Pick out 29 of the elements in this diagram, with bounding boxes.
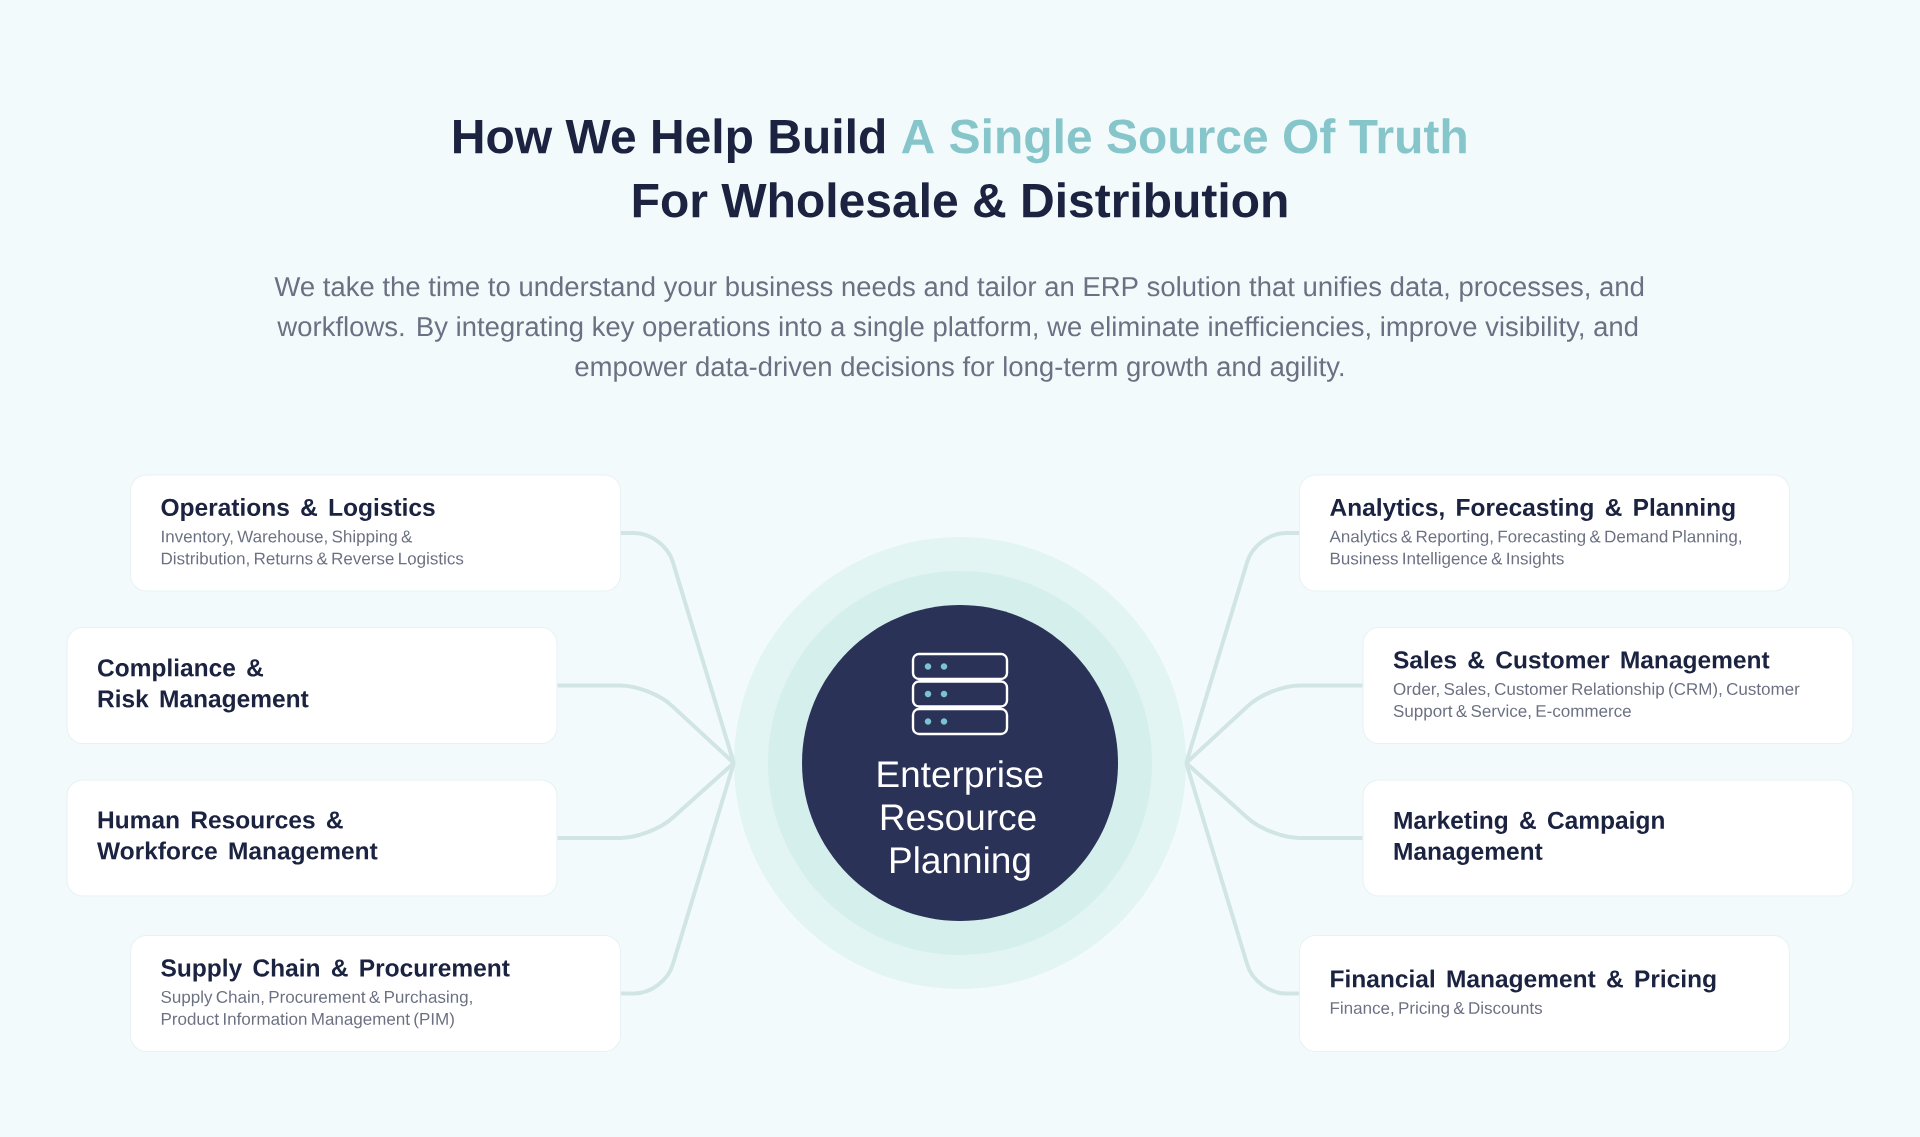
category-card [130,935,621,1052]
connector-line [621,531,736,764]
hub-circle [734,537,1186,989]
intro-paragraph: We take the time to understand your business needs and tailor an ERP solution that unifies data, processes, and workflows. By integrating key operations into a single platform, we eliminate inefficiencies, improve visibility, and empower data-driven decisions for long-term growth and agility. [274,276,1644,382]
card-description: Supply Chain, Procurement & Purchasing, Product Information Management (PIM) [161,990,472,1029]
hub-label: Enterprise Resource Planning [878,760,1043,881]
category-card [130,474,621,592]
card-description: Analytics & Reporting, Forecasting & Demand Planning, Business Intelligence & Insights [1329,530,1741,568]
card-heading: Compliance & Risk Management [98,658,309,713]
connector-line [1184,531,1299,764]
title: How We Help Build A Single Source Of Truth For Wholesale & Distribution [454,118,1466,218]
card-heading: Financial Management & Pricing [1331,969,1716,993]
category-card [1299,935,1790,1052]
category-card [1362,627,1854,744]
connector-line [1184,762,1299,996]
card-description: Inventory, Warehouse, Shipping & Distribution, Returns & Reverse Logistics [161,530,464,568]
card-description: Finance, Pricing & Discounts [1330,1001,1542,1018]
card-heading: Sales & Customer Management [1393,650,1770,674]
category-card [66,627,558,744]
category-card [1299,474,1790,592]
card-heading: Analytics, Forecasting & Planning [1330,498,1735,522]
card-heading: Marketing & Campaign Management [1394,811,1664,865]
category-card [1362,779,1854,897]
category-card [66,779,558,897]
connector-line [621,762,736,996]
card-heading: Operations & Logistics [161,498,435,522]
card-heading: Human Resources & Workforce Management [97,811,378,865]
card-description: Order, Sales, Customer Relationship (CRM), Customer Support & Service, E-commerce [1393,682,1800,721]
card-heading: Supply Chain & Procurement [161,958,510,982]
